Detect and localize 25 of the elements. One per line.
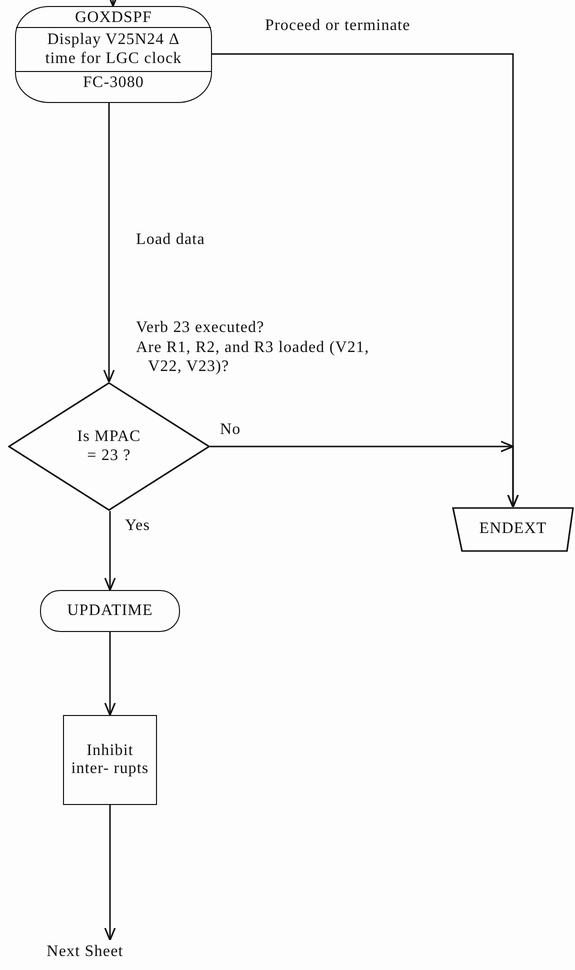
arrow bbox=[104, 805, 116, 941]
exit-trapezoid bbox=[452, 507, 574, 552]
terminal-box bbox=[15, 6, 212, 103]
arrow bbox=[210, 440, 519, 507]
box-text: UPDATIME bbox=[67, 602, 153, 620]
box-text: Is MPAC = 23 ? bbox=[76, 428, 142, 465]
decision-diamond bbox=[8, 382, 210, 511]
edge-label: No bbox=[220, 420, 241, 440]
note-text: Are R1, R2, and R3 loaded (V21, V22, V23)? bbox=[136, 338, 370, 376]
routine-name: GOXDSPF bbox=[74, 8, 154, 28]
note-text: Verb 23 executed? bbox=[136, 318, 264, 338]
box-text: Next Sheet bbox=[46, 942, 124, 962]
process-box bbox=[63, 715, 157, 805]
edge-label: Load data bbox=[136, 230, 205, 250]
edge-label: Proceed or terminate bbox=[265, 16, 410, 36]
arrow bbox=[107, 0, 119, 7]
edge-label: Yes bbox=[125, 516, 150, 536]
arrow bbox=[104, 511, 116, 591]
arrow bbox=[104, 632, 116, 716]
flowchart-reference: FC-3080 bbox=[16, 71, 211, 93]
terminal-box bbox=[40, 590, 180, 632]
arrow bbox=[103, 103, 115, 383]
box-text: Display V25N24 Δ time for LGC clock bbox=[16, 27, 211, 72]
box-text: ENDEXT bbox=[479, 520, 547, 539]
box-text: Inhibit inter- rupts bbox=[70, 742, 150, 778]
